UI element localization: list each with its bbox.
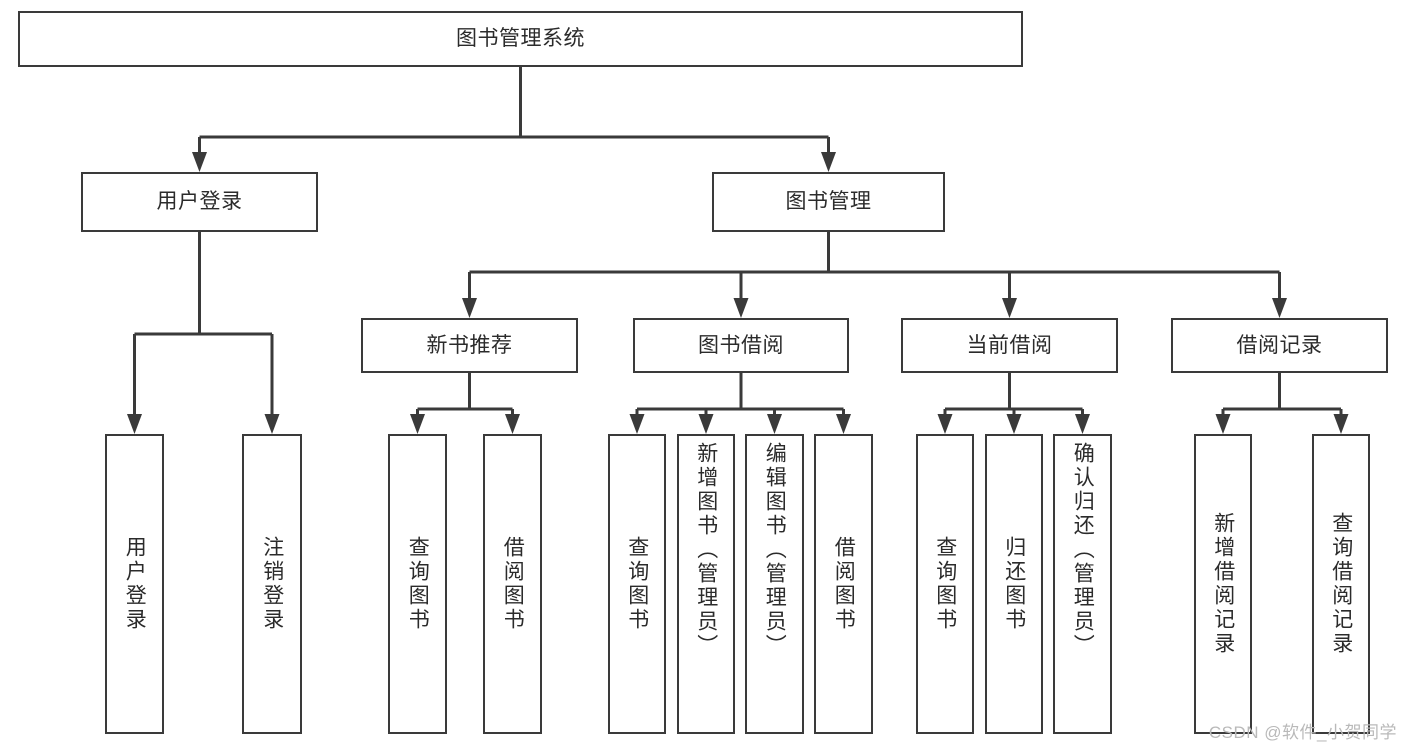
arrowhead-icon [192, 152, 207, 172]
node-label: 查询借阅记录 [1329, 512, 1353, 656]
arrowhead-icon [698, 414, 714, 434]
node-label: 图书借阅 [698, 333, 784, 357]
node-leaf-logout[interactable]: 注销登录 [242, 434, 302, 734]
node-book-borrow[interactable]: 图书借阅 [633, 318, 849, 373]
node-leaf-query-book-3[interactable]: 查询图书 [916, 434, 974, 734]
arrowhead-icon [767, 414, 782, 434]
node-label: 新书推荐 [426, 333, 513, 357]
node-leaf-edit-book[interactable]: 编辑图书（管理员） [745, 434, 804, 734]
arrowhead-icon [264, 414, 280, 434]
node-label: 用户登录 [156, 190, 243, 214]
arrowhead-icon [1272, 298, 1287, 318]
node-label: 图书管理系统 [456, 27, 585, 51]
node-borrow-record[interactable]: 借阅记录 [1171, 318, 1388, 373]
node-leaf-add-record[interactable]: 新增借阅记录 [1194, 434, 1252, 734]
node-leaf-user-login[interactable]: 用户登录 [105, 434, 164, 734]
arrowhead-icon [1006, 414, 1022, 434]
node-label: 查询图书 [625, 536, 649, 632]
node-leaf-add-book[interactable]: 新增图书（管理员） [677, 434, 735, 734]
node-label: 新增图书（管理员） [694, 442, 718, 658]
node-label: 借阅记录 [1236, 333, 1323, 357]
node-leaf-borrow-book-2[interactable]: 借阅图书 [814, 434, 873, 734]
node-label: 注销登录 [260, 536, 284, 632]
arrowhead-icon [733, 298, 749, 318]
node-current-borrow[interactable]: 当前借阅 [901, 318, 1118, 373]
node-label: 确认归还（管理员） [1071, 442, 1095, 658]
node-user-login[interactable]: 用户登录 [81, 172, 318, 232]
arrowhead-icon [1002, 298, 1017, 318]
node-leaf-query-book-2[interactable]: 查询图书 [608, 434, 666, 734]
node-label: 查询图书 [933, 536, 957, 632]
arrowhead-icon [1215, 414, 1231, 434]
node-label: 当前借阅 [966, 333, 1053, 357]
node-root[interactable]: 图书管理系统 [18, 11, 1023, 67]
node-leaf-confirm-return[interactable]: 确认归还（管理员） [1053, 434, 1112, 734]
node-label: 借阅图书 [832, 536, 856, 632]
node-label: 用户登录 [123, 536, 147, 632]
arrowhead-icon [1075, 414, 1090, 434]
watermark: CSDN @软件_小贺同学 [1208, 723, 1397, 742]
arrowhead-icon [1333, 414, 1349, 434]
arrowhead-icon [462, 298, 477, 318]
node-leaf-query-record[interactable]: 查询借阅记录 [1312, 434, 1370, 734]
node-label: 查询图书 [406, 536, 430, 632]
arrowhead-icon [505, 414, 520, 434]
node-label: 归还图书 [1002, 536, 1026, 632]
arrowhead-icon [127, 414, 142, 434]
arrowhead-icon [629, 414, 645, 434]
node-label: 图书管理 [785, 190, 872, 214]
arrowhead-icon [821, 152, 836, 172]
node-label: 新增借阅记录 [1211, 512, 1235, 656]
node-leaf-borrow-book-1[interactable]: 借阅图书 [483, 434, 542, 734]
node-leaf-query-book-1[interactable]: 查询图书 [388, 434, 447, 734]
node-leaf-return-book[interactable]: 归还图书 [985, 434, 1043, 734]
node-label: 编辑图书（管理员） [763, 442, 787, 658]
arrowhead-icon [836, 414, 851, 434]
node-new-book-rec[interactable]: 新书推荐 [361, 318, 578, 373]
arrowhead-icon [410, 414, 425, 434]
node-book-manage[interactable]: 图书管理 [712, 172, 945, 232]
node-label: 借阅图书 [501, 536, 525, 632]
arrowhead-icon [937, 414, 953, 434]
